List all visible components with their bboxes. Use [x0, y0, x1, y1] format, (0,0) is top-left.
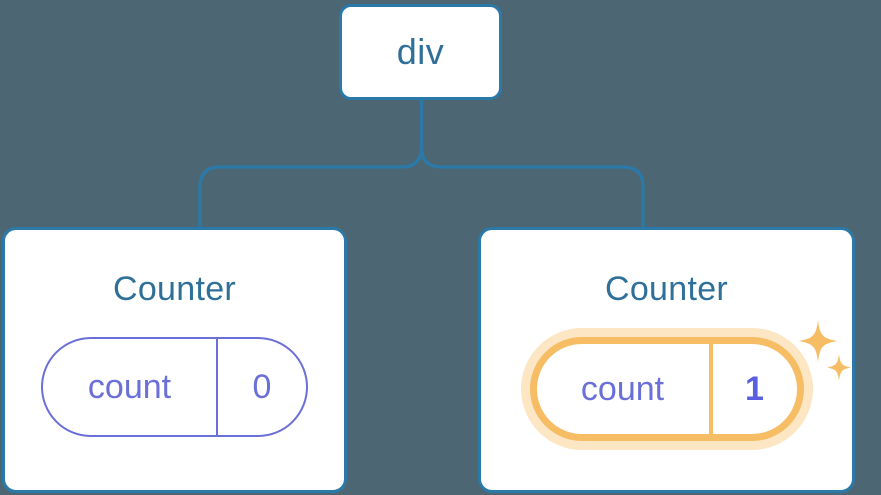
state-value-cell-left: 0 — [218, 339, 306, 435]
node-div-label: div — [396, 31, 445, 72]
edge-root-to-right-counter — [419, 98, 645, 229]
node-counter-right[interactable]: Counter count 1 — [478, 227, 855, 493]
counter-right-state-wrap: count 1 — [529, 337, 804, 441]
state-key-cell-right: count — [537, 344, 713, 434]
state-key-cell-left: count — [43, 339, 218, 435]
state-key-label-left: count — [87, 368, 172, 406]
state-value-label-left: 0 — [252, 368, 272, 406]
edge-root-to-left-counter — [198, 98, 424, 229]
state-pill-count-right[interactable]: count 1 — [529, 337, 804, 441]
node-div[interactable]: div — [339, 4, 502, 100]
state-pill-count-left[interactable]: count 0 — [41, 337, 308, 437]
counter-right-title: Counter — [604, 270, 729, 308]
state-value-cell-right: 1 — [713, 344, 797, 434]
state-key-label-right: count — [580, 370, 665, 408]
state-value-label-right: 1 — [745, 370, 764, 408]
node-counter-left[interactable]: Counter count 0 — [2, 227, 347, 493]
counter-left-title: Counter — [112, 270, 237, 308]
counter-left-state-wrap: count 0 — [41, 337, 308, 437]
